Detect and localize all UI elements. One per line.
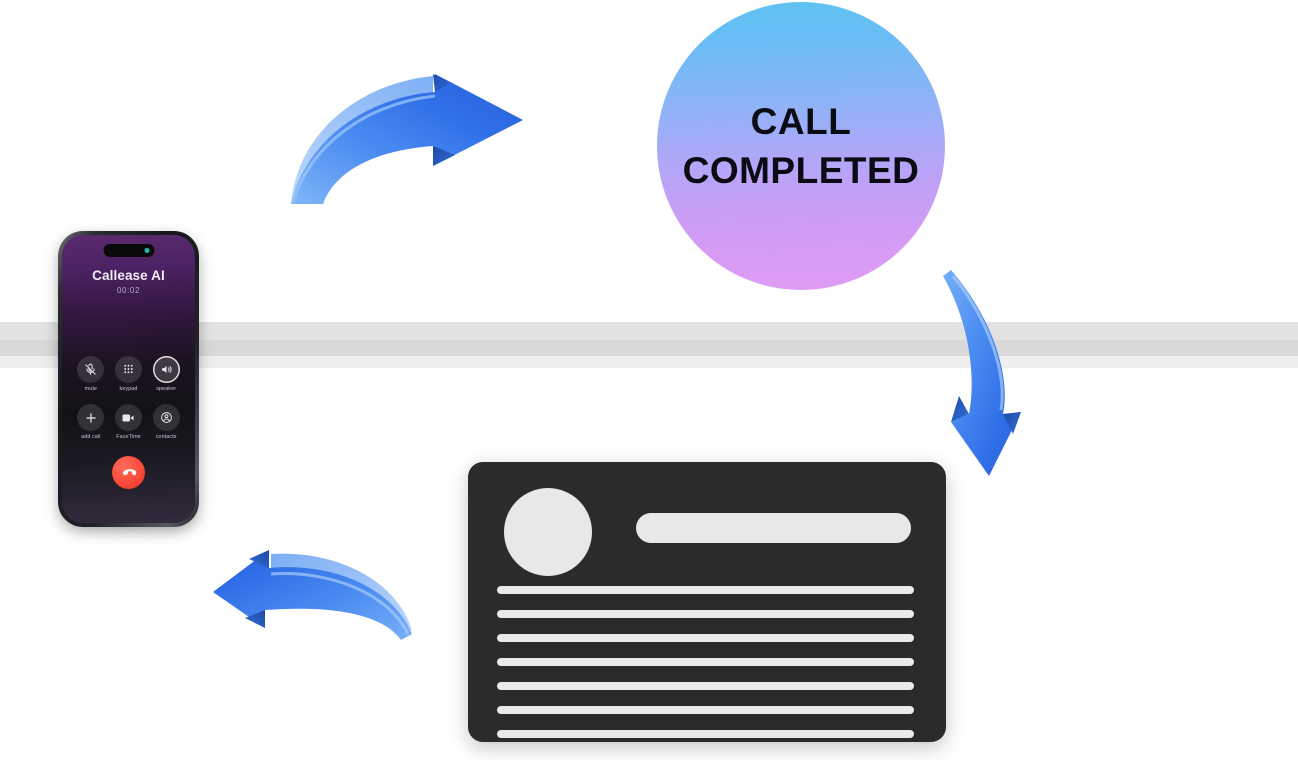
badge-line-1: CALL: [750, 100, 852, 142]
call-action-contacts[interactable]: contacts: [147, 404, 185, 440]
call-action-mute[interactable]: mute: [72, 356, 110, 392]
card-line: [497, 682, 914, 690]
call-action-label: FaceTime: [116, 434, 141, 440]
call-action-label: mute: [84, 386, 98, 392]
card-line: [497, 610, 914, 618]
card-line: [497, 658, 914, 666]
facetime-icon: [114, 404, 142, 431]
arrow-bottom-left-icon: [213, 550, 412, 640]
avatar: [504, 488, 592, 576]
card-line: [497, 706, 914, 714]
card-line: [497, 634, 914, 642]
card-line: [497, 586, 914, 594]
plus-icon: [77, 404, 105, 431]
call-action-label: speaker: [156, 386, 177, 392]
end-call-icon: [122, 469, 137, 476]
keypad-icon: [114, 356, 142, 383]
card-line: [497, 730, 914, 738]
arrow-top-right-icon: [291, 74, 523, 204]
call-action-facetime[interactable]: FaceTime: [110, 404, 148, 440]
call-action-label: add call: [81, 434, 101, 440]
caller-name: Callease AI: [92, 268, 165, 283]
card-body-lines: [497, 586, 914, 742]
microphone-muted-icon: [77, 356, 105, 383]
call-action-grid: mute keypad: [72, 356, 185, 440]
call-action-keypad[interactable]: keypad: [110, 356, 148, 392]
call-action-add-call[interactable]: add call: [72, 404, 110, 440]
call-transcript-card[interactable]: [468, 462, 946, 742]
badge-line-2: COMPLETED: [682, 150, 920, 191]
call-action-label: keypad: [119, 386, 138, 392]
iphone-device: Callease AI 00:02 mute: [58, 231, 199, 527]
arrow-right-down-icon: [943, 270, 1021, 476]
end-call-row: [62, 456, 195, 489]
speaker-icon: [152, 356, 180, 383]
call-completed-badge: CALL COMPLETED: [657, 2, 945, 290]
phone-screen: Callease AI 00:02 mute: [62, 235, 195, 523]
status-indicator-dot: [144, 248, 149, 253]
dynamic-island: [103, 244, 154, 257]
call-action-speaker[interactable]: speaker: [147, 356, 185, 392]
end-call-button[interactable]: [112, 456, 145, 489]
card-title-placeholder: [636, 513, 911, 543]
contacts-icon: [152, 404, 180, 431]
call-timer: 00:02: [116, 286, 141, 295]
call-action-label: contacts: [155, 434, 177, 440]
